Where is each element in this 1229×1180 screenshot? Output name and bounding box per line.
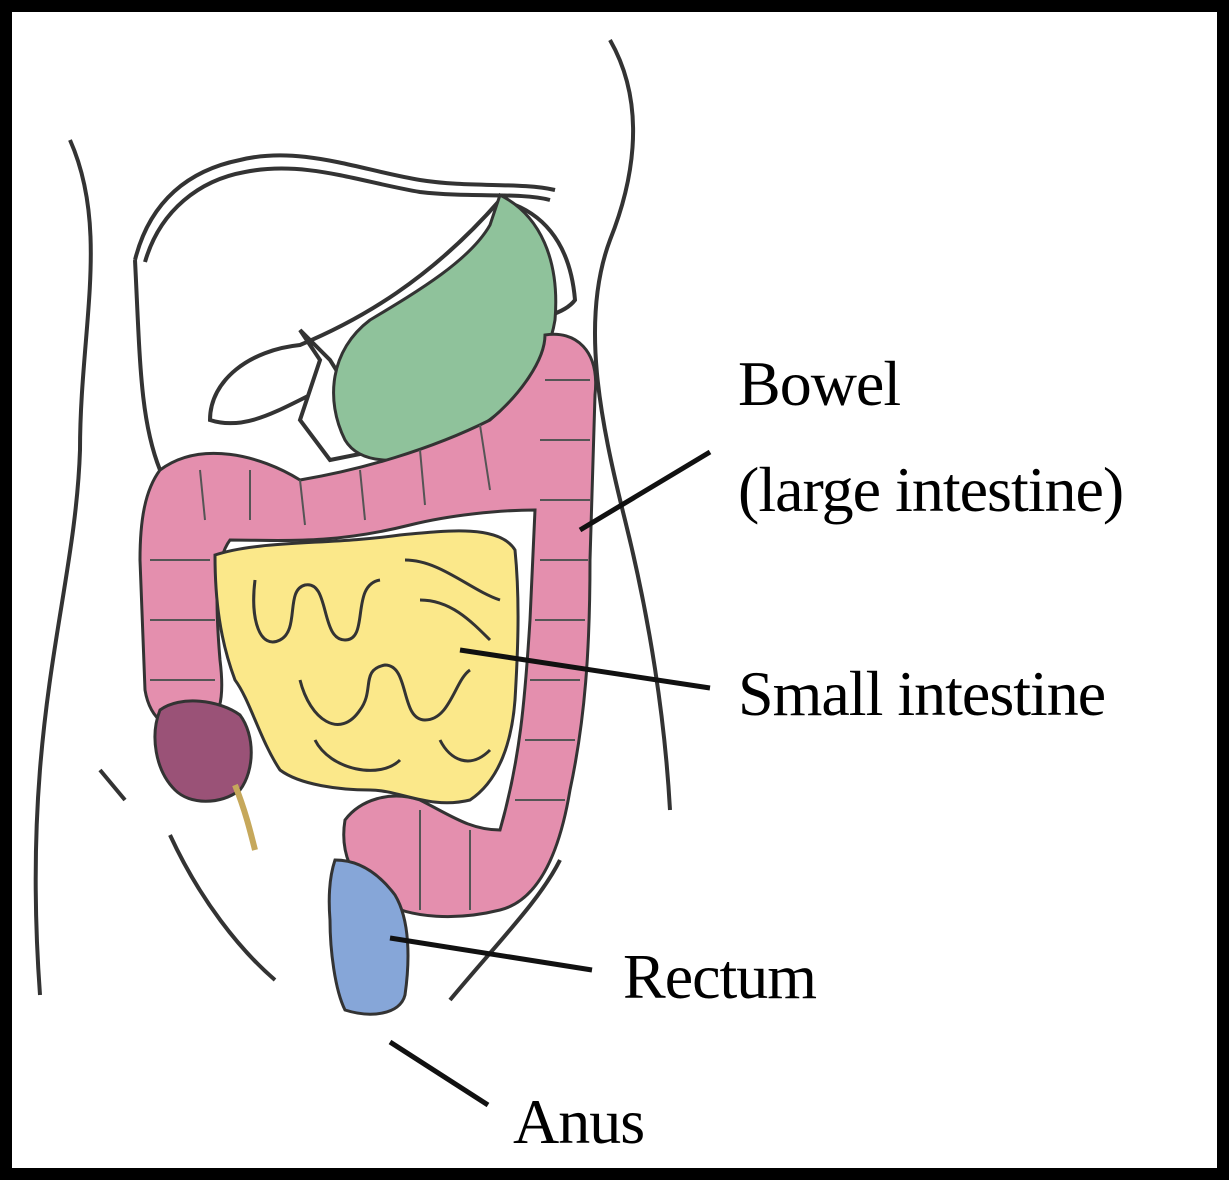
bowel-subtitle-label: (large intestine) bbox=[738, 458, 1123, 522]
bowel-label: Bowel bbox=[738, 352, 900, 416]
small-intestine-label: Small intestine bbox=[738, 662, 1105, 726]
anus-label: Anus bbox=[513, 1090, 644, 1154]
small-intestine bbox=[215, 531, 518, 803]
appendix bbox=[155, 701, 255, 850]
anus-pointer bbox=[390, 1042, 488, 1105]
bowel-pointer bbox=[580, 452, 710, 530]
rectum-pointer bbox=[390, 938, 592, 970]
rectum-label: Rectum bbox=[623, 945, 816, 1009]
